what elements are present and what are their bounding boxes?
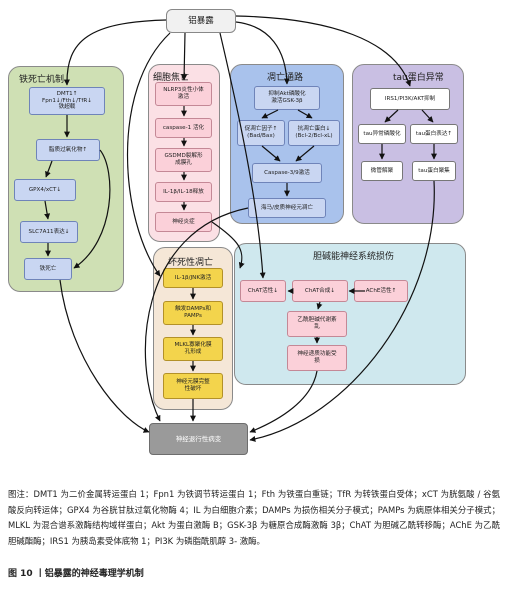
arrow-apo-to-bottom xyxy=(144,207,249,422)
connector-arrows xyxy=(44,15,437,442)
figure-label: 图 10 丨铝暴露的神经毒理学机制 xyxy=(8,569,144,579)
arrow-apo-1 xyxy=(261,109,279,119)
panel-cholinergic: 胆碱能神经系统损伤 xyxy=(234,243,466,385)
arrow-tau-1 xyxy=(384,109,399,123)
necro-damps: 触发DAMPs和 PAMPs xyxy=(163,301,223,325)
ferro-slc7a11: SLC7A11表达↓ xyxy=(20,221,78,243)
pyro-gsdmd: GSDMD裂解形 成膜孔 xyxy=(155,148,212,172)
arrow-ferro-3 xyxy=(44,200,51,220)
arrow-pyro-to-bottom xyxy=(211,221,245,269)
panel-title-pyroptosis: 细胞焦亡 xyxy=(153,73,190,83)
panel-title-tau: tau蛋白异常 xyxy=(393,73,444,83)
arrow-chol-to-bottom xyxy=(249,370,318,433)
arrow-top-to-pyroptosis xyxy=(181,32,188,81)
arrow-top-to-cholinergic xyxy=(219,32,266,279)
arrow-apo-2 xyxy=(297,109,313,119)
panel-title-apoptosis: 凋亡通路 xyxy=(267,73,304,83)
mechanism-diagram: 铁死亡机制 细胞焦亡 凋亡通路 tau蛋白异常 坏死性凋亡 胆碱能神经系统损伤 … xyxy=(8,9,466,455)
pyro-nlrp3: NLRP3炎性小体 激活 xyxy=(155,82,212,106)
aluminum-exposure-node: 铝暴露 xyxy=(166,9,236,33)
apo-caspase39: Caspase-3/9激活 xyxy=(252,163,322,183)
chol-ach-metabolism: 乙酰胆碱代谢紊 乱 xyxy=(287,311,347,337)
arrow-top-to-apoptosis xyxy=(235,21,290,85)
chol-neurotransmission: 神经递质功能受 损 xyxy=(287,345,347,371)
chol-chat-activity: ChAT活性↓ xyxy=(240,280,286,302)
arrow-apo-3 xyxy=(261,145,281,162)
figure-caption: 图注：DMT1 为二价金属转运蛋白 1；Fpn1 为铁调节转运蛋白 1；Fth … xyxy=(8,489,500,546)
arrow-ferro-to-bottom xyxy=(59,279,150,433)
pyro-neuroinflammation: 神经炎症 xyxy=(155,212,212,232)
ferro-iron-overload: DMT1↑ Fpn1↓/Fth↓/TfR↓ 铁超载 xyxy=(29,87,105,115)
panel-title-cholinergic: 胆碱能神经系统损伤 xyxy=(313,252,395,262)
tau-aggregation: tau蛋白聚集 xyxy=(412,161,456,181)
arrow-top-to-necroptosis xyxy=(127,32,171,277)
panel-title-ferroptosis: 铁死亡机制 xyxy=(19,75,65,85)
apo-pro-apoptotic: 促凋亡因子↑ (Bad/Bax) xyxy=(237,120,285,146)
tau-irs1: IRS1/PI3K/AKT抑制 xyxy=(370,88,450,110)
arrow-tau-2 xyxy=(421,109,434,123)
necro-membrane: 神经元膜完整 性破坏 xyxy=(163,373,223,399)
apo-anti-apoptotic: 抗凋亡蛋白↓ (Bcl-2/Bcl-xL) xyxy=(288,120,340,146)
arrow-ferro-5 xyxy=(73,149,111,269)
tau-hyperphos: tau异常磷酸化 xyxy=(358,124,406,144)
arrow-tau-to-bottom xyxy=(249,180,435,442)
pyro-il-release: IL-1β/IL-18释放 xyxy=(155,182,212,202)
arrow-top-to-tau xyxy=(235,15,412,87)
tau-expression: tau蛋白表达↑ xyxy=(410,124,458,144)
ferro-lipid-peroxide: 脂质过氧化物↑ xyxy=(36,139,100,161)
tau-microtubule: 微管解聚 xyxy=(361,161,403,181)
arrow-ferro-2 xyxy=(45,160,53,178)
ferro-gpx4-xct: GPX4/xCT↓ xyxy=(14,179,76,201)
arrow-top-to-ferroptosis xyxy=(63,19,167,86)
neurodegeneration-node: 神经退行性病变 xyxy=(149,423,248,455)
arrow-chol-1 xyxy=(316,301,323,310)
arrow-apo-4 xyxy=(295,145,315,162)
apo-akt-gsk3b: 抑制Akt磷酸化 激活GSK-3β xyxy=(254,86,320,110)
panel-title-necroptosis: 坏死性凋亡 xyxy=(168,258,214,268)
pyro-caspase1: caspase-1 活化 xyxy=(155,118,212,138)
ferro-ferroptosis: 铁死亡 xyxy=(24,258,72,280)
necro-mlkl: MLKL寡聚化膜 孔形成 xyxy=(163,337,223,361)
necro-il-jnk: IL-1β/JNK激活 xyxy=(163,268,223,288)
apo-neuronal-apoptosis: 海马/皮质神经元凋亡 xyxy=(248,198,326,218)
